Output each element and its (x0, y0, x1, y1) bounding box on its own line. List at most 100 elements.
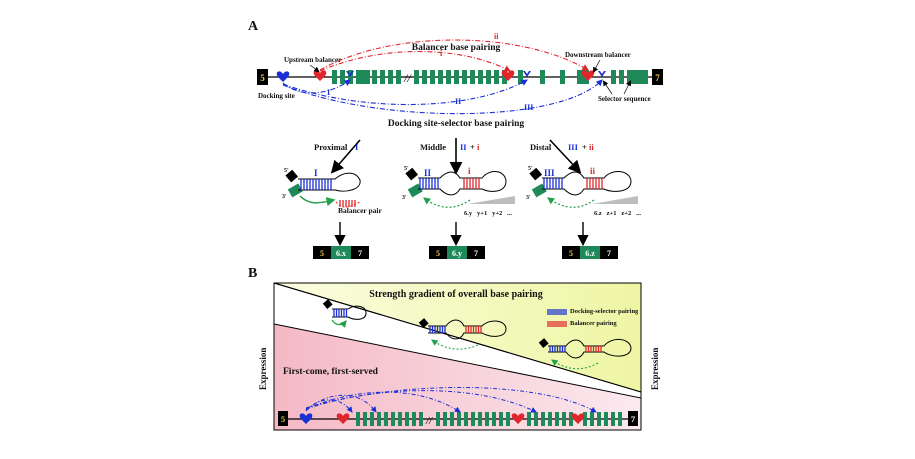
exon-bar (534, 412, 538, 426)
product-exon-5: 5 (320, 249, 324, 258)
exon-bar (370, 412, 374, 426)
exon-bar (618, 412, 622, 426)
svg-text://: // (425, 415, 433, 427)
middle-series-label: 6.y y+1 y+2 ... (464, 210, 512, 217)
product-exon-5: 5 (569, 249, 573, 258)
b-exon-7-label: 7 (631, 414, 636, 424)
three-prime-label: 3' (282, 194, 287, 200)
exon-bar (332, 70, 337, 84)
five-prime-label: 5' (528, 166, 533, 172)
arc-III-label: III (524, 103, 533, 112)
stem-ii-label: ii (590, 166, 596, 176)
exon-bar (471, 412, 475, 426)
exon-bar (486, 70, 491, 84)
arc-i-label: i (440, 49, 443, 58)
labeled-exon (631, 70, 643, 84)
exon-bar (583, 412, 587, 426)
exon-bar (590, 412, 594, 426)
product-exon-6y: 6.y (452, 249, 462, 258)
balancer-pair-label: Balancer pair (338, 206, 382, 215)
three-prime-label: 3' (526, 195, 531, 201)
exon-bar (541, 412, 545, 426)
balancer-heart-icon (571, 413, 585, 424)
exon-bar (340, 70, 345, 84)
stem-b-2-red (465, 326, 482, 333)
exon-bar (391, 412, 395, 426)
distal-stem-blue (543, 178, 563, 189)
exon-bar (438, 70, 443, 84)
legend-docking-label: Docking-selector pairing (570, 308, 639, 315)
exon-bar (412, 412, 416, 426)
selector-marker-icon (598, 71, 606, 77)
middle-structure: 5' 3' II i 6.y y+1 y+2 ... (402, 166, 515, 217)
gene-model-a: 5 7 // (257, 69, 663, 85)
upstream-balancer-label: Upstream balancer (284, 56, 341, 64)
product-exon-6x: 6.x (336, 249, 346, 258)
legend-docking-swatch (547, 309, 567, 315)
exon-bar (436, 412, 440, 426)
exon-bar (494, 70, 499, 84)
exon-bar (611, 70, 616, 84)
legend: Docking-selector pairing Balancer pairin… (547, 308, 639, 327)
exon-7-box (652, 69, 663, 85)
exon-bar (419, 412, 423, 426)
arc-i (319, 51, 511, 72)
exon-bar (604, 412, 608, 426)
exon-bar (405, 412, 409, 426)
docking-site-heart-icon (276, 71, 290, 82)
exon-bar (470, 70, 475, 84)
arc-II (282, 79, 528, 106)
gene-model-b: 5 7 // (278, 387, 638, 427)
exon-bar (562, 412, 566, 426)
exon-bar (363, 412, 367, 426)
exon-bar (643, 70, 648, 84)
exon-bar (384, 412, 388, 426)
middle-label: Middle (420, 142, 446, 152)
exon-cluster-b (336, 412, 622, 426)
distal-code-red: ii (589, 142, 594, 152)
arc-II-label: II (455, 97, 461, 106)
exon-bar (560, 70, 565, 84)
expression-right-label: Expression (650, 348, 660, 390)
product-exon-7: 7 (474, 249, 478, 258)
stem-II-label: II (424, 168, 432, 178)
expression-left-label: Expression (258, 348, 268, 390)
proximal-code: I (355, 142, 359, 152)
stem-b-2-blue (429, 326, 446, 333)
distal-series-label: 6.z z+1 z+2 ... (594, 210, 641, 217)
arc-I-label: I (327, 88, 330, 97)
stem-b-1 (333, 309, 348, 317)
five-prime-label: 5' (404, 166, 409, 172)
selector-marker-icon (523, 71, 531, 77)
legend-balancer-swatch (547, 321, 567, 327)
exon-bar (492, 412, 496, 426)
three-prime-label: 3' (402, 195, 407, 201)
legend-balancer-label: Balancer pairing (570, 320, 617, 327)
b-exon-5-label: 5 (281, 414, 285, 424)
exon-bar (422, 70, 427, 84)
panel-b-title: Strength gradient of overall base pairin… (369, 289, 542, 300)
middle-code-blue: II (460, 142, 467, 152)
product-middle: 5 6.y 7 (429, 246, 485, 259)
exon-bar (388, 70, 393, 84)
svg-text://: // (403, 71, 412, 85)
exon-5-box (257, 69, 268, 85)
arc-I (282, 79, 351, 94)
exon-bar (454, 70, 459, 84)
exon-bar (506, 412, 510, 426)
docking-title: Docking site-selector base pairing (388, 119, 524, 129)
exon-bar (518, 70, 523, 84)
exon-bar (348, 70, 353, 84)
exon-bar (540, 70, 545, 84)
selector-marker-icon (346, 71, 354, 77)
exon-bar (527, 412, 531, 426)
first-come-label: First-come, first-served (283, 367, 379, 377)
exon-bar (485, 412, 489, 426)
exon-bar (627, 70, 632, 84)
five-prime-label: 5' (284, 168, 289, 174)
product-exon-6z: 6.z (585, 249, 595, 258)
middle-code-red: i (477, 142, 480, 152)
distal-code-blue: III (568, 142, 579, 152)
proximal-structure: 5' 3' I Balancer pair (282, 168, 382, 215)
stem-I-label: I (314, 168, 318, 178)
